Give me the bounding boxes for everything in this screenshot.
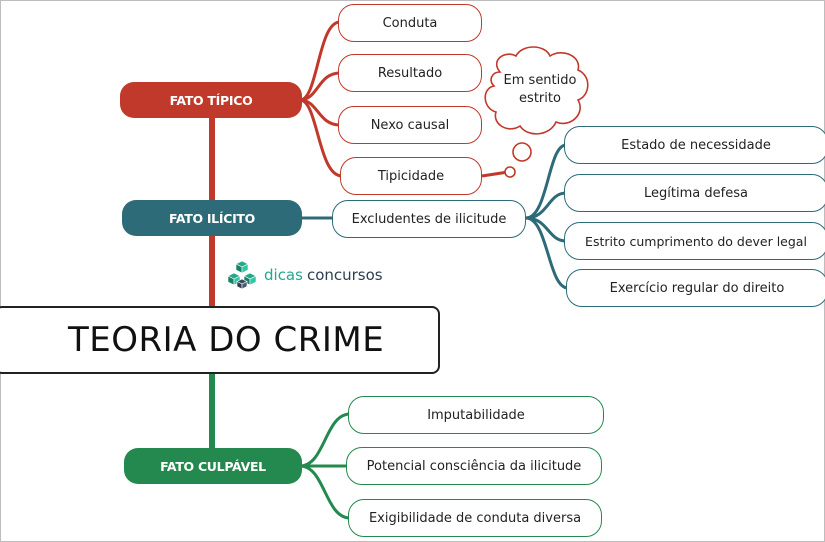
topic-estado-necessidade[interactable]: Estado de necessidade (564, 126, 825, 164)
link-imputabilidade (299, 412, 351, 468)
note-line-2: estrito (519, 91, 561, 106)
fato-culpavel-node[interactable]: FATO CULPÁVEL (124, 448, 302, 484)
fato-ilicito-node[interactable]: FATO ILÍCITO (122, 200, 302, 236)
note-line-1: Em sentido (503, 73, 577, 88)
topic-excludentes-label: Excludentes de ilicitude (351, 211, 507, 227)
topic-exercicio-regular[interactable]: Exercício regular do direito (566, 269, 825, 307)
fato-culpavel-label: FATO CULPÁVEL (160, 458, 266, 474)
fato-tipico-label: FATO TÍPICO (169, 92, 253, 108)
topic-estrito-cumprimento[interactable]: Estrito cumprimento do dever legal (564, 222, 825, 260)
link-conduta (299, 20, 341, 102)
topic-exigibilidade[interactable]: Exigibilidade de conduta diversa (348, 499, 602, 537)
topic-legitima-defesa-label: Legítima defesa (644, 185, 748, 201)
topic-imputabilidade[interactable]: Imputabilidade (348, 396, 604, 434)
topic-imputabilidade-label: Imputabilidade (427, 407, 525, 423)
topic-exercicio-regular-label: Exercício regular do direito (609, 280, 785, 296)
link-exigibilidade (299, 464, 351, 520)
link-tipicidade-note (481, 170, 509, 178)
note-text: Em sentido estrito (492, 72, 588, 108)
center-topic-label: TEORIA DO CRIME (68, 320, 385, 360)
topic-nexo-causal[interactable]: Nexo causal (338, 106, 482, 144)
link-estado (525, 143, 567, 220)
brand-word-dicas: dicas (264, 266, 303, 284)
note-bubble-small (504, 166, 516, 178)
link-tipicidade (299, 98, 343, 178)
center-topic-node[interactable]: TEORIA DO CRIME (0, 306, 440, 374)
fato-tipico-node[interactable]: FATO TÍPICO (120, 82, 302, 118)
link-exercicio (525, 216, 569, 290)
topic-tipicidade[interactable]: Tipicidade (340, 157, 482, 195)
topic-tipicidade-label: Tipicidade (377, 168, 445, 184)
topic-potencial-consciencia[interactable]: Potencial consciência da ilicitude (346, 447, 602, 485)
topic-excludentes[interactable]: Excludentes de ilicitude (332, 200, 526, 238)
topic-estrito-cumprimento-label: Estrito cumprimento do dever legal (585, 233, 807, 249)
brand-word-concursos: concursos (306, 266, 383, 284)
topic-exigibilidade-label: Exigibilidade de conduta diversa (368, 510, 582, 526)
topic-conduta-label: Conduta (382, 15, 438, 31)
note-cloud-shape (484, 46, 589, 135)
topic-estado-necessidade-label: Estado de necessidade (621, 137, 771, 153)
topic-potencial-consciencia-label: Potencial consciência da ilicitude (366, 458, 582, 474)
note-bubble-large (512, 142, 532, 162)
cube-cluster-icon (227, 260, 257, 290)
topic-conduta[interactable]: Conduta (338, 4, 482, 42)
fato-ilicito-label: FATO ILÍCITO (169, 210, 255, 226)
topic-resultado-label: Resultado (377, 65, 443, 81)
topic-resultado[interactable]: Resultado (338, 54, 482, 92)
topic-legitima-defesa[interactable]: Legítima defesa (564, 174, 825, 212)
topic-nexo-causal-label: Nexo causal (370, 117, 450, 133)
